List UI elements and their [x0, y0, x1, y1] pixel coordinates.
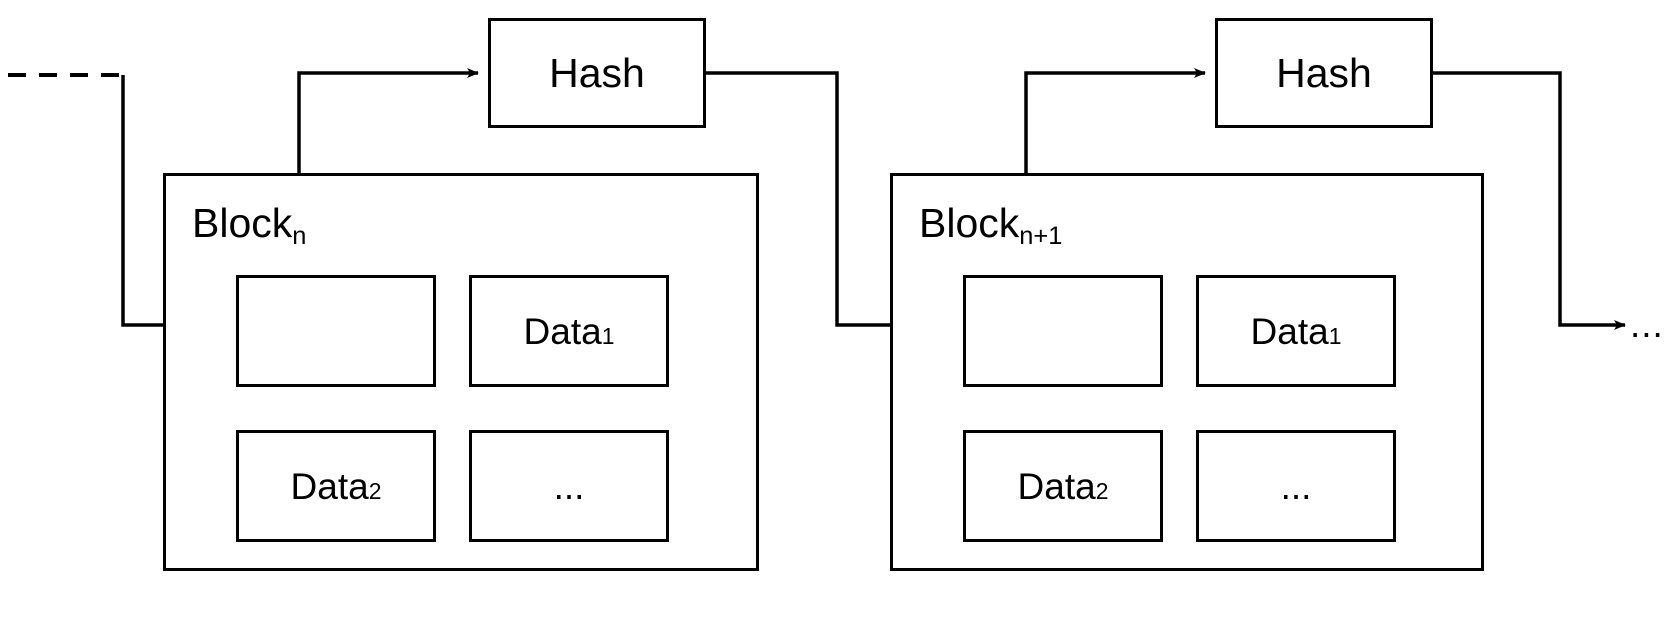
block-title-base: Block: [192, 200, 293, 246]
block-n1-to-hash-wire: [1024, 68, 1206, 173]
block-title-base: Block: [919, 200, 1020, 246]
cell-label: Data: [290, 465, 369, 507]
cell-label-subscript: 2: [368, 478, 382, 505]
block-title-n: Blockn: [192, 200, 306, 249]
hash-box-n[interactable]: Hash: [488, 18, 706, 128]
cell-label: Data: [523, 310, 602, 352]
block-title-subscript: n: [292, 221, 307, 250]
hash-label: Hash: [549, 49, 645, 96]
block-n-cell-data-more[interactable]: ...: [469, 430, 669, 542]
block-n-prev-hash-slot[interactable]: [236, 275, 436, 387]
cell-label: Data: [1017, 465, 1096, 507]
block-n-plus-1-cell-data-more[interactable]: ...: [1196, 430, 1396, 542]
cell-label: Data: [1250, 310, 1329, 352]
trailing-ellipsis-label: ...: [1630, 304, 1664, 345]
hash-box-n-plus-1[interactable]: Hash: [1215, 18, 1433, 128]
hash-label: Hash: [1276, 49, 1372, 96]
block-title-n-plus-1: Blockn+1: [919, 200, 1062, 249]
cell-label-subscript: 1: [601, 323, 615, 350]
block-n-plus-1-prev-hash-slot[interactable]: [963, 275, 1163, 387]
block-title-subscript: n+1: [1019, 221, 1063, 250]
block-n-to-hash-wire: [297, 68, 479, 173]
cell-label: ...: [553, 465, 585, 507]
cell-label: ...: [1280, 465, 1312, 507]
cell-label-subscript: 2: [1095, 478, 1109, 505]
cell-label-subscript: 1: [1328, 323, 1342, 350]
